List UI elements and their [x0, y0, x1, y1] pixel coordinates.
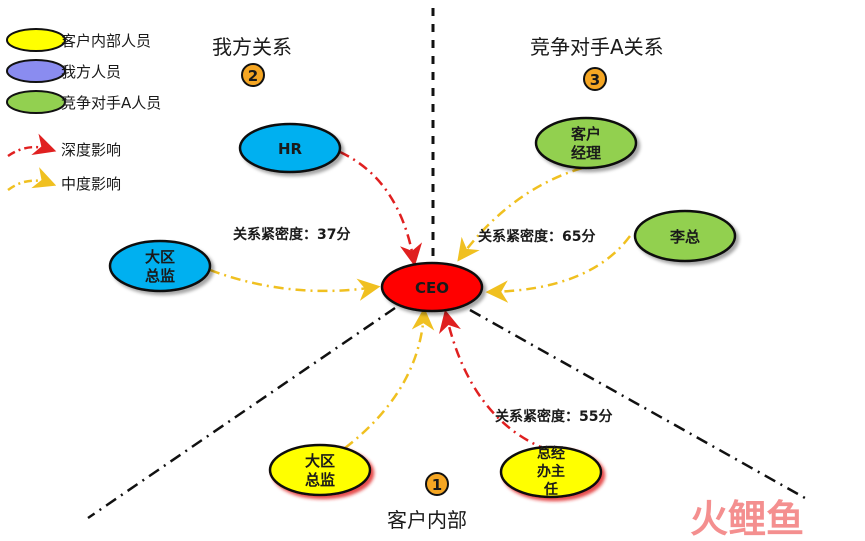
badge-3: 3 [583, 67, 607, 91]
svg-text:总经: 总经 [537, 445, 565, 462]
divider-left [87, 306, 396, 520]
legend: 客户内部人员 我方人员 竞争对手A人员 深度影响 中度影响 [6, 28, 161, 193]
svg-text:大区: 大区 [305, 452, 335, 470]
node-region-director-ours: 大区 总监 [108, 239, 212, 293]
our-relation-title: 我方关系 [212, 35, 292, 59]
svg-text:经理: 经理 [571, 144, 601, 162]
legend-blue-swatch [6, 59, 66, 83]
legend-deep-label: 深度影响 [61, 141, 121, 159]
closeness-ours-label: 关系紧密度：37分 [233, 226, 350, 243]
closeness-customer-label: 关系紧密度：55分 [495, 408, 612, 425]
svg-text:李总: 李总 [669, 228, 700, 246]
arrow-accountmgr-to-ceo [457, 166, 583, 262]
arrow-customer-regiondir-to-ceo [344, 307, 435, 449]
customer-internal-title: 客户内部 [387, 508, 467, 532]
svg-text:客户: 客户 [570, 125, 601, 143]
node-account-manager: 客户 经理 [534, 116, 638, 170]
competitor-relation-title: 竞争对手A关系 [530, 35, 664, 59]
svg-text:3: 3 [590, 71, 600, 89]
arrow-lizong-to-ceo [485, 235, 632, 303]
closeness-competitor-label: 关系紧密度：65分 [478, 228, 595, 245]
badge-1: 1 [425, 472, 449, 496]
node-li-zong: 李总 [633, 209, 737, 263]
svg-text:总监: 总监 [145, 267, 175, 285]
svg-text:办主: 办主 [537, 463, 565, 480]
legend-medium-arrow [7, 167, 57, 192]
arrow-gm-office-to-ceo [439, 309, 549, 452]
svg-text:任: 任 [543, 481, 558, 498]
svg-text:1: 1 [432, 476, 442, 494]
legend-deep-arrow [7, 133, 57, 158]
node-ceo: CEO [380, 261, 484, 313]
svg-text:大区: 大区 [145, 248, 175, 266]
svg-text:2: 2 [248, 67, 258, 85]
node-gm-office-director: 总经 办主 任 [499, 445, 603, 499]
watermark: 火鲤鱼 [690, 497, 804, 541]
legend-customer-label: 客户内部人员 [61, 32, 151, 50]
badge-2: 2 [241, 63, 265, 87]
legend-our-label: 我方人员 [61, 63, 121, 81]
svg-text:HR: HR [278, 140, 303, 158]
arrow-hr-to-ceo [339, 150, 423, 267]
legend-competitor-label: 竞争对手A人员 [61, 94, 161, 112]
legend-yellow-swatch [6, 28, 66, 52]
node-region-director-customer: 大区 总监 [268, 443, 372, 497]
legend-green-swatch [6, 90, 66, 114]
svg-text:CEO: CEO [415, 279, 449, 297]
svg-text:总监: 总监 [305, 471, 335, 489]
legend-medium-label: 中度影响 [61, 175, 121, 193]
node-hr: HR [238, 122, 342, 174]
divider-right [469, 308, 806, 500]
arrow-regiondir-to-ceo [209, 268, 381, 301]
